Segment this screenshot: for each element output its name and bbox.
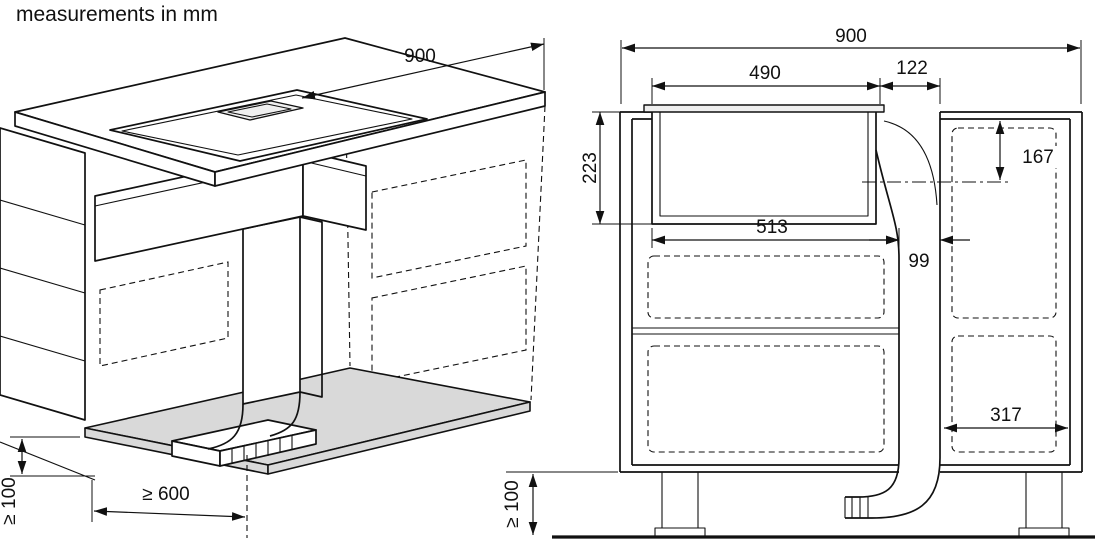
section-hob-depth-label: 223: [580, 152, 601, 184]
section-dimensions: 900 490 122 223 167 513 99: [502, 26, 1082, 535]
iso-drawer-unit: [0, 127, 96, 481]
section-hob: [643, 104, 885, 225]
section-duct-cutout-label: 122: [896, 58, 928, 79]
section-total-width-label: 900: [835, 26, 867, 47]
section-hob-cutout-label: 490: [749, 63, 781, 84]
iso-air-outlet-box: [171, 419, 317, 467]
iso-view: 900 ≥ 100 ≥ 600: [0, 37, 546, 538]
iso-width-label: 900: [404, 46, 436, 67]
iso-floor-clearance-label: ≥ 100: [0, 477, 20, 524]
section-floor-clearance-label: ≥ 100: [502, 480, 523, 527]
section-outlet-drop-label: 167: [1022, 147, 1054, 168]
section-duct-width-label: 99: [908, 251, 929, 272]
section-duct: [844, 112, 941, 519]
diagram-title: measurements in mm: [16, 3, 218, 26]
section-right-clearance-label: 317: [990, 405, 1022, 426]
section-cabinet: [619, 111, 1083, 473]
iso-dimensions: 900 ≥ 100 ≥ 600: [0, 38, 545, 538]
section-legs-floor: [552, 471, 1095, 539]
iso-base-shelf: [84, 367, 531, 475]
section-housing-width-label: 513: [756, 217, 788, 238]
section-dashed-clearances: [647, 127, 1057, 453]
section-view: 900 490 122 223 167 513 99: [502, 26, 1095, 539]
iso-hob: [109, 89, 428, 162]
iso-depth-clearance-label: ≥ 600: [142, 484, 189, 505]
